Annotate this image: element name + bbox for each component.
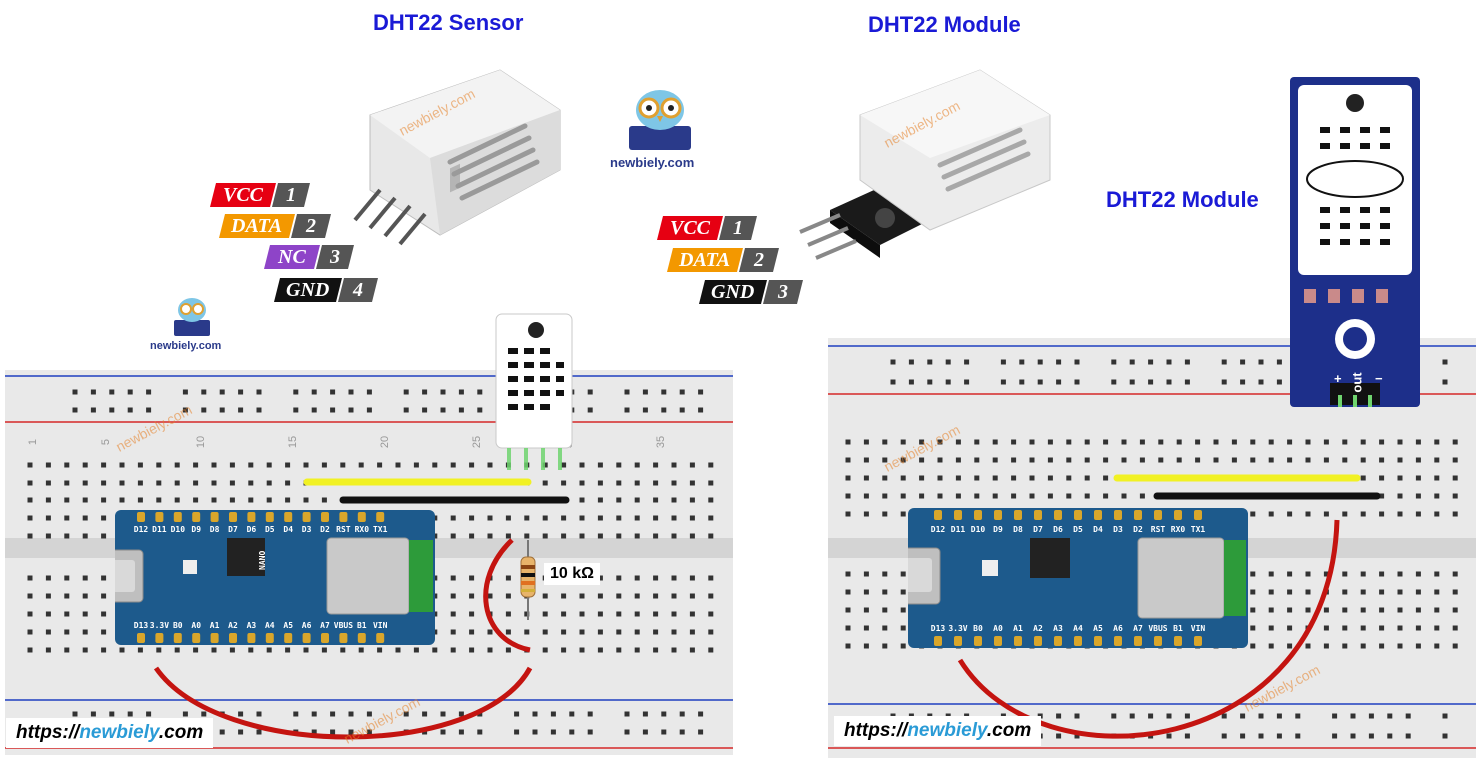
board-pin-label: D7 [228,525,238,534]
board-pin-label: D13 [931,624,946,633]
left-logo-text: newbiely.com [150,340,222,352]
svg-text:NANO: NANO [258,551,267,570]
board-pin-label: D11 [152,525,167,534]
board-pin-label: D10 [971,525,986,534]
board-pin-label: D12 [931,525,946,534]
board-pin-label: B1 [357,621,367,630]
board-pin-label: 3.3V [948,624,967,633]
board-pin-label: TX1 [373,525,388,534]
board-pin-label: D3 [302,525,312,534]
right-url[interactable]: https://newbiely.com [834,716,1042,746]
board-pin-label: RST [1151,525,1166,534]
board-pin-label: A5 [1093,624,1103,633]
board-pin-label: D9 [993,525,1003,534]
board-pin-label: D10 [171,525,186,534]
board-pin-label: D11 [951,525,966,534]
board-pin-label: A4 [1073,624,1083,633]
board-pin-label: A3 [247,621,257,630]
board-pin-label: RST [336,525,351,534]
board-pin-label: VBUS [1148,624,1167,633]
sensor-title: DHT22 Sensor [373,10,524,35]
dht22-sensor-image [353,69,561,246]
module-pin-minus-label: − [1375,371,1383,386]
board-pin-label: A1 [1013,624,1023,633]
board-pin-label: A6 [302,621,312,630]
center-logo-text: newbiely.com [610,155,695,170]
board-pin-label: A7 [1133,624,1143,633]
board-pin-label: A1 [210,621,220,630]
left-breadboard-dht22 [495,313,573,470]
board-pin-label: B1 [1173,624,1183,633]
board-pin-label: B0 [173,621,183,630]
board-pin-label: D4 [283,525,293,534]
board-pin-label: VIN [1191,624,1206,633]
board-pin-label: B0 [973,624,983,633]
board-pin-label: D6 [1053,525,1063,534]
board-pin-label: A3 [1053,624,1063,633]
board-pin-label: D2 [1133,525,1143,534]
module-side-title: DHT22 Module [1106,187,1259,212]
left-url[interactable]: https://newbiely.com [6,718,214,748]
right-dht22-module [1290,77,1420,407]
board-pin-label: VIN [373,621,388,630]
right-vcc-wire [957,519,1340,739]
board-pin-label: D7 [1033,525,1043,534]
board-pin-label: A2 [1033,624,1043,633]
board-pin-label: D5 [265,525,275,534]
board-pin-label: A0 [191,621,201,630]
left-vcc-wire [153,666,533,740]
board-pin-label: D8 [1013,525,1023,534]
left-wires [153,478,570,740]
board-pin-label: D13 [134,621,149,630]
board-pin-label: A7 [320,621,330,630]
board-pin-label: A4 [265,621,275,630]
dht22-module-image [799,69,1051,260]
board-pin-label: D6 [247,525,257,534]
board-pin-label: D3 [1113,525,1123,534]
board-pin-label: D4 [1093,525,1103,534]
module-title: DHT22 Module [868,12,1021,37]
board-pin-label: D2 [320,525,330,534]
left-owl-logo-icon [174,298,210,336]
board-pin-label: TX1 [1191,525,1206,534]
board-pin-label: D12 [134,525,149,534]
board-pin-label: RX0 [355,525,370,534]
board-pin-label: VBUS [334,621,353,630]
board-pin-label: A2 [228,621,238,630]
board-pin-label: RX0 [1171,525,1186,534]
board-pin-label: D8 [210,525,220,534]
board-pin-label: D9 [191,525,201,534]
module-pin-plus-label: + [1334,371,1342,386]
board-pin-label: A5 [283,621,293,630]
board-pin-label: 3.3V [150,621,169,630]
board-pin-label: A6 [1113,624,1123,633]
board-pin-label: D5 [1073,525,1083,534]
owl-logo-icon [629,90,691,150]
left-resistor-loop-wire [483,538,531,653]
right-wires [957,474,1381,739]
board-pin-label: A0 [993,624,1003,633]
resistor-label: 10 kΩ [544,563,600,585]
